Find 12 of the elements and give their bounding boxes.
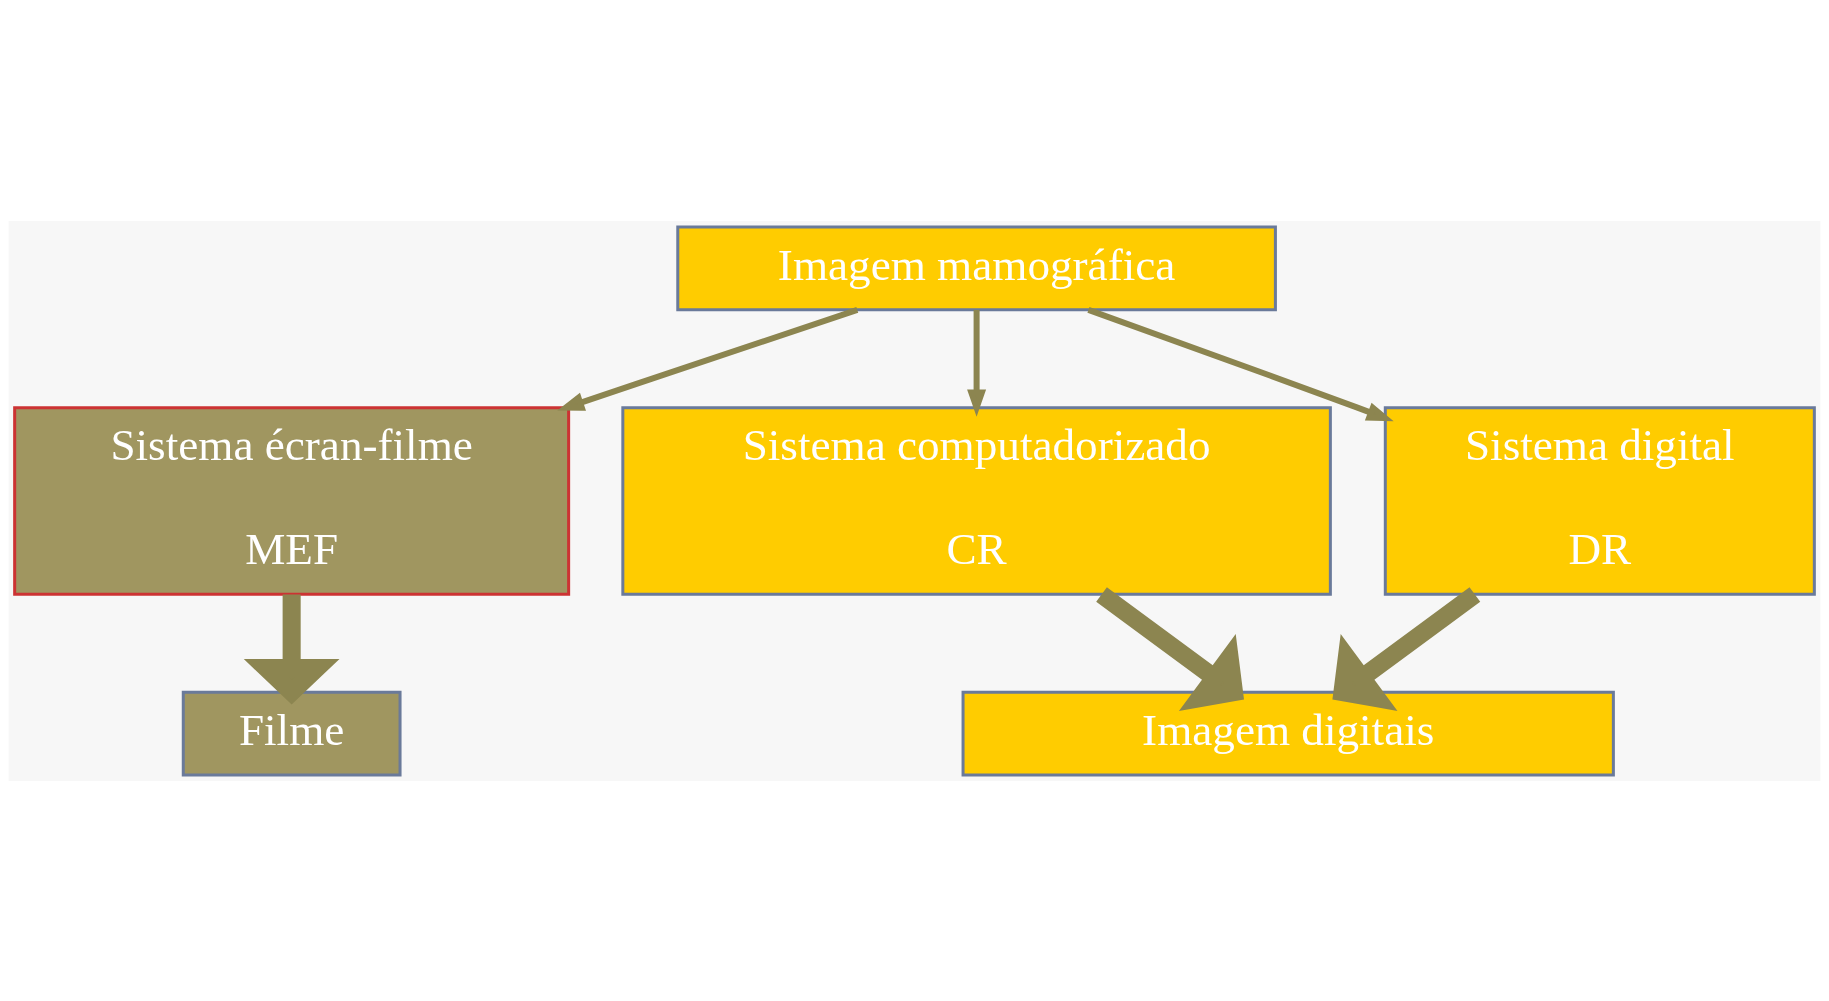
arrow [967, 309, 987, 417]
arrow [1332, 586, 1481, 711]
node-box: Imagem digitais [961, 690, 1615, 776]
node-box: Sistema computadorizado CR [621, 405, 1332, 596]
node-box: Sistema digital DR [1383, 405, 1816, 596]
arrow [557, 306, 859, 411]
arrow [1096, 586, 1244, 711]
node-box: Imagem mamográfica [676, 225, 1277, 311]
arrow [1087, 306, 1394, 421]
node-box: Sistema écran-filme MEF [13, 405, 571, 596]
node-box: Filme [181, 690, 402, 776]
arrow [243, 594, 340, 705]
